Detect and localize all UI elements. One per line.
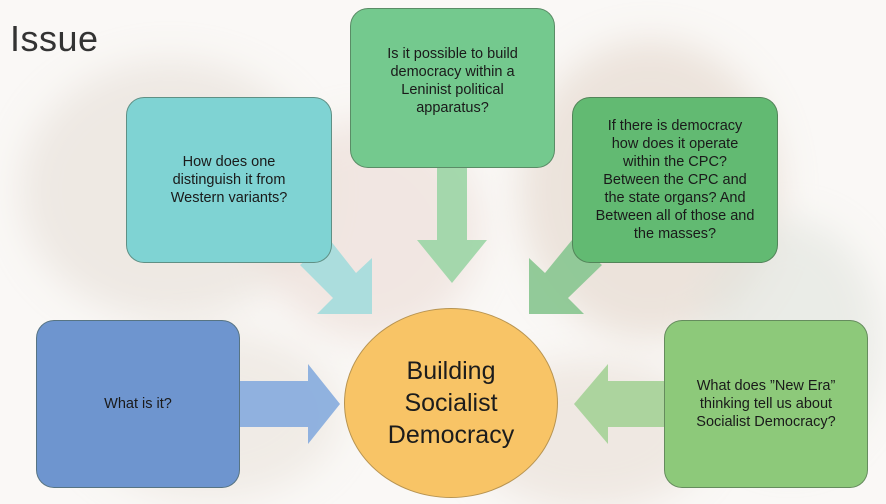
center-line: Democracy bbox=[387, 421, 515, 449]
box-new-era: What does ”New Era” thinking tell us abo… bbox=[664, 320, 868, 488]
box-line: Leninist political bbox=[401, 82, 504, 98]
box-possible: Is it possible to build democracy within… bbox=[350, 8, 555, 168]
box-distinguish: How does one distinguish it from Western… bbox=[126, 97, 332, 263]
box-line: democracy within a bbox=[390, 64, 515, 80]
arrow-right-icon bbox=[238, 364, 340, 444]
box-line: how does it operate bbox=[611, 136, 739, 152]
box-line: apparatus? bbox=[416, 100, 489, 116]
arrow-left-icon bbox=[574, 364, 666, 444]
center-line: Socialist bbox=[404, 389, 498, 417]
box-line: distinguish it from bbox=[172, 172, 286, 188]
box-line: What is it? bbox=[104, 396, 172, 412]
arrow-down-icon bbox=[417, 168, 487, 283]
box-line: Between all of those and bbox=[595, 208, 755, 224]
slide-title: Issue bbox=[10, 18, 99, 59]
box-line: Between the CPC and bbox=[603, 172, 747, 188]
box-line: thinking tell us about bbox=[699, 396, 833, 412]
box-line: Western variants? bbox=[170, 190, 288, 206]
box-line: the masses? bbox=[633, 226, 717, 242]
center-circle: Building Socialist Democracy bbox=[344, 308, 558, 498]
box-line: What does ”New Era” bbox=[696, 378, 836, 394]
box-line: Socialist Democracy? bbox=[696, 414, 836, 430]
box-line: How does one bbox=[182, 154, 276, 170]
box-what: What is it? bbox=[36, 320, 240, 488]
box-line: the state organs? And bbox=[604, 190, 746, 206]
box-line: Is it possible to build bbox=[387, 46, 518, 62]
box-operate: If there is democracy how does it operat… bbox=[572, 97, 778, 263]
box-line: If there is democracy bbox=[607, 118, 743, 134]
center-line: Building bbox=[406, 357, 496, 385]
box-line: within the CPC? bbox=[623, 154, 727, 170]
